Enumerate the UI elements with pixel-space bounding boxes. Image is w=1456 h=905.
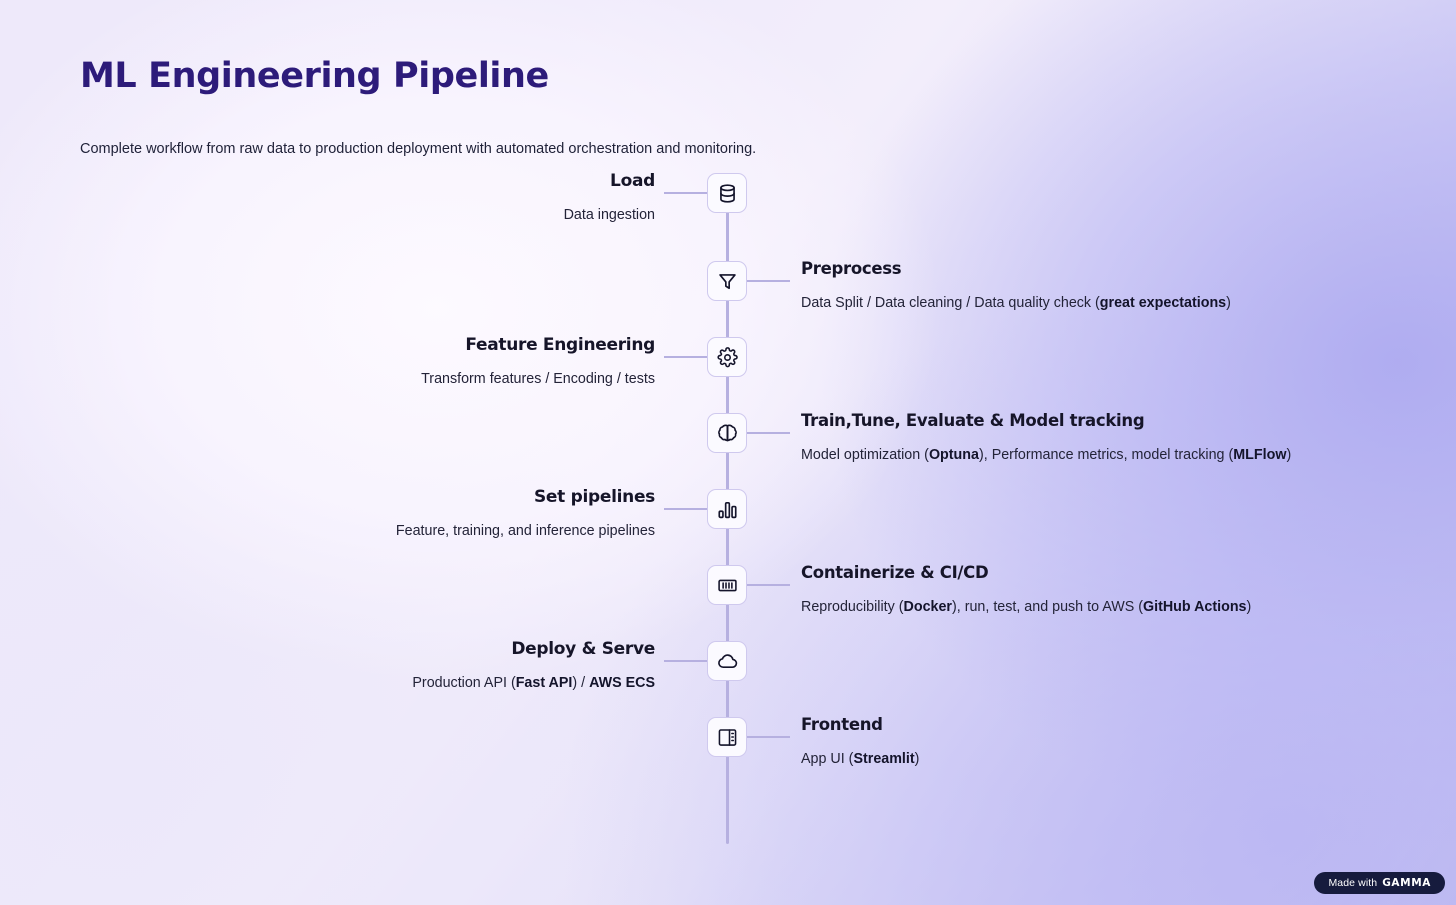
- database-icon: [717, 183, 738, 204]
- timeline-node-frontend[interactable]: [707, 717, 747, 757]
- timeline-step-heading: Deploy & Serve: [511, 639, 655, 659]
- badge-prefix-label: Made with: [1328, 877, 1378, 889]
- timeline-connector: [664, 192, 709, 194]
- timeline-step-description: Reproducibility (Docker), run, test, and…: [801, 598, 1252, 615]
- bar-chart-icon: [717, 499, 738, 520]
- timeline-step-description: Data Split / Data cleaning / Data qualit…: [801, 294, 1231, 311]
- timeline-step-text: Containerize & CI/CD Reproducibility (Doc…: [801, 563, 1401, 617]
- timeline-step-heading: Preprocess: [801, 259, 902, 278]
- timeline-connector: [664, 508, 709, 510]
- timeline-step-description: App UI (Streamlit): [801, 750, 920, 767]
- timeline-connector: [745, 432, 790, 434]
- timeline-connector: [745, 736, 790, 738]
- funnel-icon: [717, 271, 738, 292]
- timeline-connector: [664, 660, 709, 662]
- timeline-step-description: Feature, training, and inference pipelin…: [395, 523, 655, 540]
- header: ML Engineering Pipeline Complete workflo…: [80, 56, 1200, 157]
- timeline-step-description: Production API (Fast API) / AWS ECS: [412, 675, 655, 692]
- page-title: ML Engineering Pipeline: [80, 56, 549, 96]
- timeline-step-heading: Containerize & CI/CD: [801, 563, 989, 582]
- brain-icon: [717, 423, 738, 444]
- gear-icon: [716, 346, 738, 368]
- timeline-step-heading: Load: [610, 171, 655, 191]
- timeline-node-set-pipelines[interactable]: [707, 489, 747, 529]
- timeline-step-heading: Frontend: [801, 715, 883, 734]
- layout-panel-icon: [717, 727, 738, 748]
- container-icon: [717, 575, 738, 596]
- timeline-node-deploy-serve[interactable]: [707, 641, 747, 681]
- timeline-step-heading: Set pipelines: [533, 487, 655, 507]
- timeline-step-description: Data ingestion: [563, 207, 655, 224]
- timeline-step-heading: Train,Tune, Evaluate & Model tracking: [801, 411, 1145, 430]
- timeline-connector: [745, 280, 790, 282]
- timeline-node-feature-engineering[interactable]: [707, 337, 747, 377]
- timeline-node-load[interactable]: [707, 173, 747, 213]
- timeline-connector: [664, 356, 709, 358]
- made-with-gamma-badge[interactable]: Made with GAMMA: [1314, 872, 1445, 894]
- badge-brand-label: GAMMA: [1382, 877, 1431, 889]
- timeline-node-train-tune-evaluate[interactable]: [707, 413, 747, 453]
- timeline-step-description: Transform features / Encoding / tests: [421, 371, 655, 388]
- timeline-step-heading: Feature Engineering: [465, 335, 655, 355]
- timeline-node-preprocess[interactable]: [707, 261, 747, 301]
- cloud-icon: [717, 651, 738, 672]
- page-subtitle: Complete workflow from raw data to produ…: [80, 141, 757, 157]
- timeline-node-containerize-cicd[interactable]: [707, 565, 747, 605]
- timeline-step-description: Model optimization (Optuna), Performance…: [801, 446, 1292, 463]
- timeline-connector: [745, 584, 790, 586]
